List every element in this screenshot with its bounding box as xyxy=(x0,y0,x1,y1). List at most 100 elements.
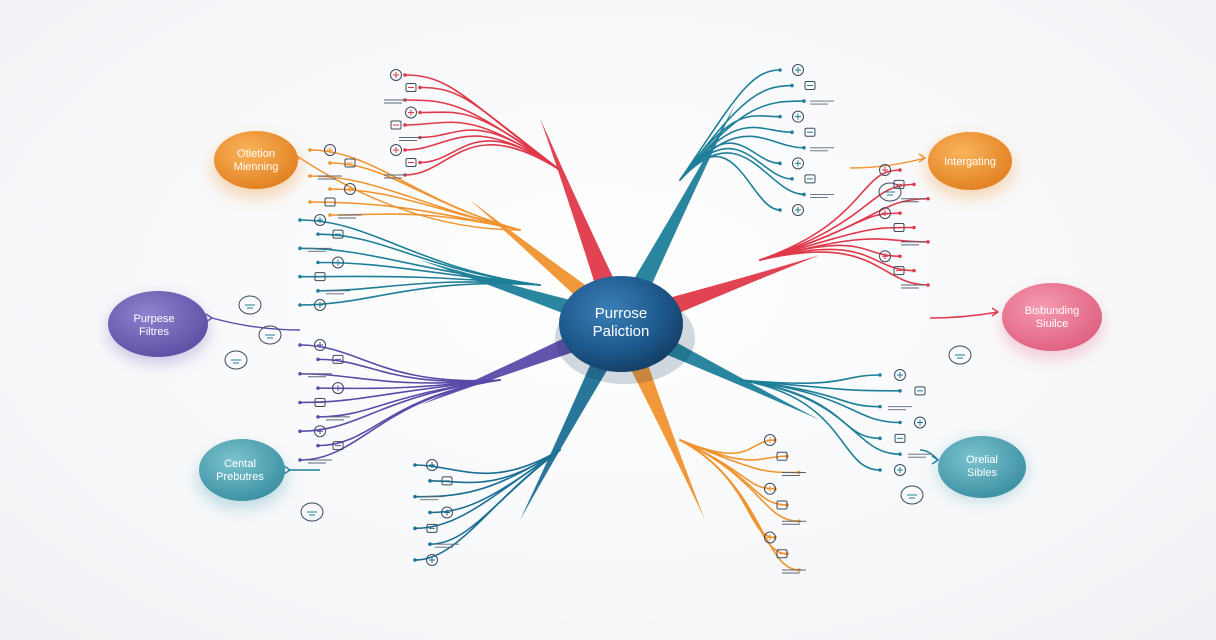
fan-teal-left-end xyxy=(316,260,320,265)
fan-purple-left-end xyxy=(298,458,302,462)
leaves-blue-bottom-scribble xyxy=(420,496,444,501)
fan-blue-bottom-line xyxy=(414,449,561,530)
leaves-teal-left-icon xyxy=(314,214,326,226)
leaves-blue-bottom-icon xyxy=(441,476,453,486)
sketch-mark-2 xyxy=(231,359,241,364)
sketch-icon-4 xyxy=(900,485,924,505)
leaves-teal-top-icon xyxy=(792,110,804,123)
leaves-red-right-icon xyxy=(879,250,891,263)
leaves-orange-bottom-scribble xyxy=(782,569,806,574)
leaves-red-right-icon xyxy=(879,164,891,176)
topic-cental-line2: Prebutres xyxy=(216,471,264,483)
leaves-red-right-icon xyxy=(879,207,891,220)
leaves-teal-right-scribble xyxy=(908,453,932,458)
fan-purple-left-line xyxy=(317,358,501,383)
leaves-teal-top-icon xyxy=(792,204,804,216)
leaves-teal-left-icon xyxy=(314,299,326,311)
leaves-teal-left-icon-mark xyxy=(317,217,323,223)
topic-otiecion-line1: Otietion xyxy=(237,148,275,160)
topic-orelial[interactable]: Orelial Sibles xyxy=(938,436,1026,498)
leaves-orange-bottom xyxy=(764,434,806,574)
leaves-orange-left-icon-mark xyxy=(347,186,353,192)
sketch-mark-6 xyxy=(885,191,895,196)
fan-red-right-line xyxy=(759,251,929,286)
leaves-purple-left-scribble xyxy=(308,459,332,464)
fan-red-top-end xyxy=(418,85,422,90)
fan-purple-left-end xyxy=(298,343,302,347)
connector-arrow-5 xyxy=(931,455,940,465)
leaves-teal-top xyxy=(792,64,834,216)
leaves-teal-left-icon-mark xyxy=(317,302,323,308)
fan-teal-top-end xyxy=(790,130,794,135)
fan-red-right-end xyxy=(926,240,930,244)
leaves-teal-right-scribble xyxy=(888,406,912,411)
leaves-teal-top-icon-mark xyxy=(795,113,801,120)
fan-teal-top-line xyxy=(679,147,793,181)
leaves-purple-left-icon xyxy=(314,425,326,438)
leaves-red-right-icon xyxy=(893,266,905,276)
fan-red-right xyxy=(759,168,930,287)
fan-teal-right-end xyxy=(898,420,902,425)
leaves-teal-top-scribble xyxy=(810,147,834,152)
spoke-1 xyxy=(610,105,735,330)
leaves-blue-bottom xyxy=(420,459,459,566)
leaves-red-top-icon xyxy=(390,120,402,130)
leaves-purple-left-icon xyxy=(314,339,326,351)
leaves-orange-left-icon xyxy=(324,197,336,207)
leaves-orange-bottom-scribble xyxy=(782,472,806,476)
leaf-icons xyxy=(224,64,972,574)
fan-teal-right-line xyxy=(739,379,901,424)
sketch-icon-1 xyxy=(258,325,282,345)
leaves-blue-bottom-icon xyxy=(426,554,438,566)
topic-purpose-line2: Filtres xyxy=(139,326,169,338)
fan-orange-left-end xyxy=(308,148,312,152)
fan-purple-left-line xyxy=(299,379,501,461)
topic-bisbunding[interactable]: Bisbunding Siuilce xyxy=(1002,283,1102,351)
leaves-red-right-icon xyxy=(893,179,905,189)
fan-red-right-end xyxy=(912,182,916,187)
leaves-teal-right-icon-mark xyxy=(897,372,903,378)
fan-orange-left-line xyxy=(329,162,521,231)
connector-4 xyxy=(929,311,999,319)
leaves-teal-left xyxy=(308,214,350,311)
topic-integrating[interactable]: Intergating xyxy=(928,132,1012,190)
leaves-teal-top-icon xyxy=(792,64,804,76)
leaves-teal-right-icon xyxy=(894,433,906,443)
fan-blue-bottom-end xyxy=(428,479,432,483)
fan-teal-top-end xyxy=(778,161,782,166)
leaves-red-right-icon-mark xyxy=(882,167,888,173)
fan-orange-left-end xyxy=(328,187,332,191)
fan-orange-left-end xyxy=(328,213,332,217)
topic-purpose[interactable]: Purpese Filtres xyxy=(108,291,208,357)
leaves-teal-top-icon xyxy=(804,127,816,137)
leaves-orange-bottom-icon xyxy=(776,549,788,559)
leaves-red-top-icon-mark xyxy=(393,147,399,153)
fan-purple-left-end xyxy=(298,400,302,405)
leaves-orange-bottom-icon xyxy=(776,451,788,461)
fan-red-right-line xyxy=(759,212,901,261)
leaves-red-right xyxy=(879,164,925,289)
fan-orange-bottom-line xyxy=(679,439,776,539)
sketch-mark-3 xyxy=(955,354,965,359)
fan-teal-top-line xyxy=(679,69,781,181)
fan-teal-left-end xyxy=(316,289,320,293)
leaves-teal-left-icon xyxy=(332,229,344,239)
fan-blue-bottom-end xyxy=(428,510,432,515)
fan-teal-right-end xyxy=(898,452,902,456)
central-topic[interactable]: Purrose Paliction xyxy=(555,276,695,384)
leaves-teal-top-icon xyxy=(792,157,804,170)
fan-teal-right-line xyxy=(739,379,901,455)
topic-cental[interactable]: Cental Prebutres xyxy=(199,439,285,501)
fan-purple-left-end xyxy=(298,429,302,434)
fan-red-right-end xyxy=(912,268,916,273)
topic-otiecion[interactable]: Otietion Mienning xyxy=(214,131,298,189)
fan-teal-left-line xyxy=(317,233,541,286)
sketch-icon-6 xyxy=(878,182,902,202)
fan-orange-bottom-line xyxy=(679,439,800,523)
fan-teal-top-end xyxy=(802,145,806,150)
leaves-orange-bottom-icon-mark xyxy=(767,485,773,492)
sketch-mark-1 xyxy=(265,334,275,339)
fan-red-top-end xyxy=(403,148,407,152)
fan-teal-top-end xyxy=(790,177,794,181)
fan-purple-left-line xyxy=(299,372,501,384)
